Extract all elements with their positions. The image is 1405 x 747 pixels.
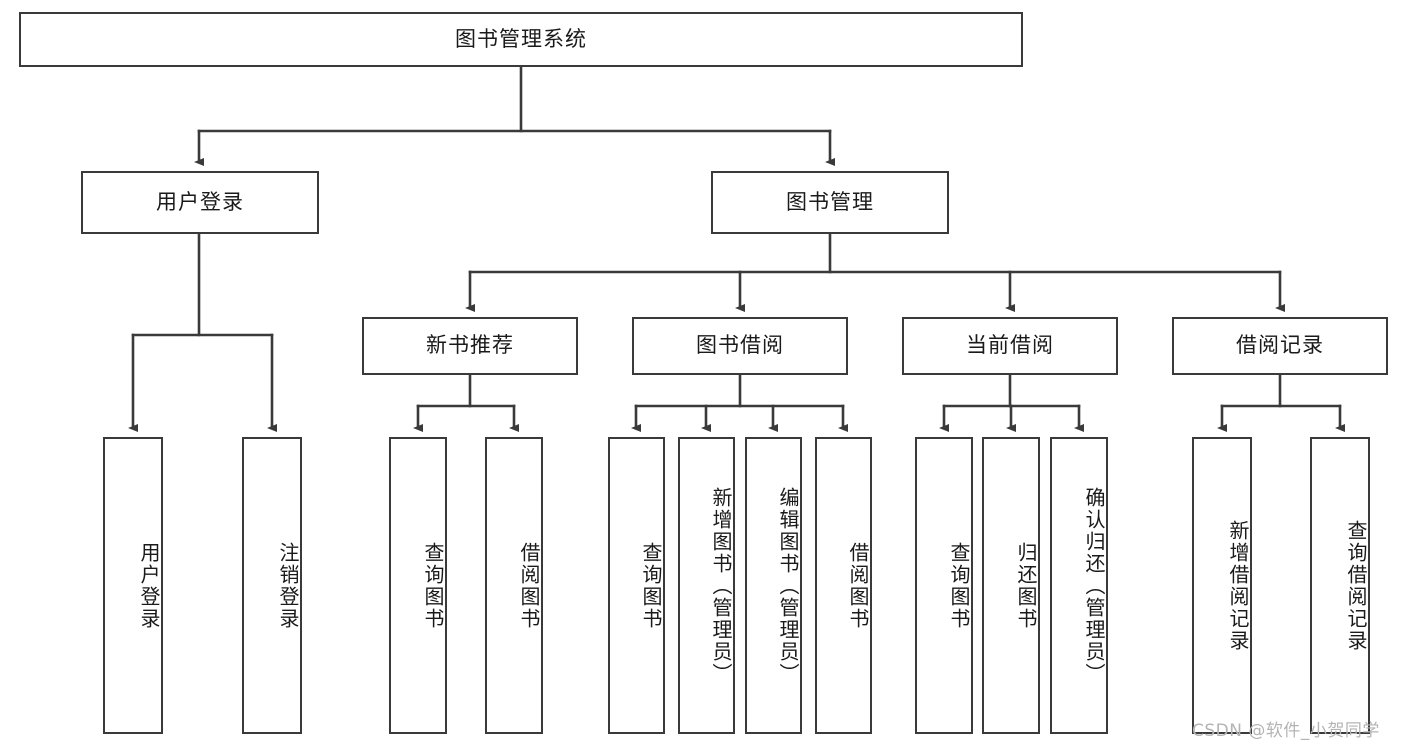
node-label: 编辑图书（管理员） <box>776 486 800 685</box>
node-label: 查询图书 <box>947 541 971 630</box>
node-label: 新增图书（管理员） <box>709 486 733 685</box>
node-label: 查询借阅记录 <box>1344 519 1368 652</box>
node-label: 借阅图书 <box>846 541 870 630</box>
node-label: 图书借阅 <box>696 333 784 358</box>
node-label: 查询图书 <box>421 541 445 630</box>
node-leaf-query-book-new[interactable]: 查询图书 <box>389 437 447 734</box>
node-label: 新书推荐 <box>426 333 514 358</box>
node-current-borrow[interactable]: 当前借阅 <box>902 317 1118 375</box>
node-label: 新增借阅记录 <box>1226 519 1250 652</box>
node-leaf-query-book[interactable]: 查询图书 <box>608 437 665 734</box>
node-leaf-query-book-current[interactable]: 查询图书 <box>915 437 973 734</box>
node-leaf-add-book-admin[interactable]: 新增图书（管理员） <box>678 437 735 734</box>
node-label: 当前借阅 <box>966 333 1054 358</box>
node-label: 借阅记录 <box>1236 333 1324 358</box>
node-leaf-user-login[interactable]: 用户登录 <box>103 437 163 734</box>
node-label: 图书管理系统 <box>455 26 587 51</box>
node-root-system[interactable]: 图书管理系统 <box>19 12 1023 67</box>
node-leaf-add-borrow-record[interactable]: 新增借阅记录 <box>1192 437 1252 734</box>
node-label: 查询图书 <box>639 541 663 630</box>
node-leaf-confirm-return[interactable]: 确认归还（管理员） <box>1050 437 1108 734</box>
node-leaf-edit-book-admin[interactable]: 编辑图书（管理员） <box>745 437 802 734</box>
node-label: 确认归还（管理员） <box>1082 486 1106 685</box>
node-new-book-recommend[interactable]: 新书推荐 <box>362 317 578 375</box>
node-label: 用户登录 <box>156 189 244 214</box>
node-leaf-user-logout[interactable]: 注销登录 <box>242 437 302 734</box>
csdn-watermark: CSDN @软件_小贺同学 <box>1192 721 1380 741</box>
node-book-manage[interactable]: 图书管理 <box>711 171 949 234</box>
node-leaf-borrow-book[interactable]: 借阅图书 <box>815 437 872 734</box>
node-label: 注销登录 <box>276 541 300 630</box>
node-leaf-return-book[interactable]: 归还图书 <box>982 437 1040 734</box>
node-book-borrow[interactable]: 图书借阅 <box>632 317 848 375</box>
node-leaf-query-borrow-record[interactable]: 查询借阅记录 <box>1310 437 1370 734</box>
node-label: 归还图书 <box>1014 541 1038 630</box>
node-label: 借阅图书 <box>517 541 541 630</box>
node-user-login[interactable]: 用户登录 <box>81 171 319 234</box>
node-label: 用户登录 <box>137 541 161 630</box>
node-borrow-record[interactable]: 借阅记录 <box>1172 317 1388 375</box>
node-leaf-borrow-book-new[interactable]: 借阅图书 <box>485 437 543 734</box>
node-label: 图书管理 <box>786 189 874 214</box>
